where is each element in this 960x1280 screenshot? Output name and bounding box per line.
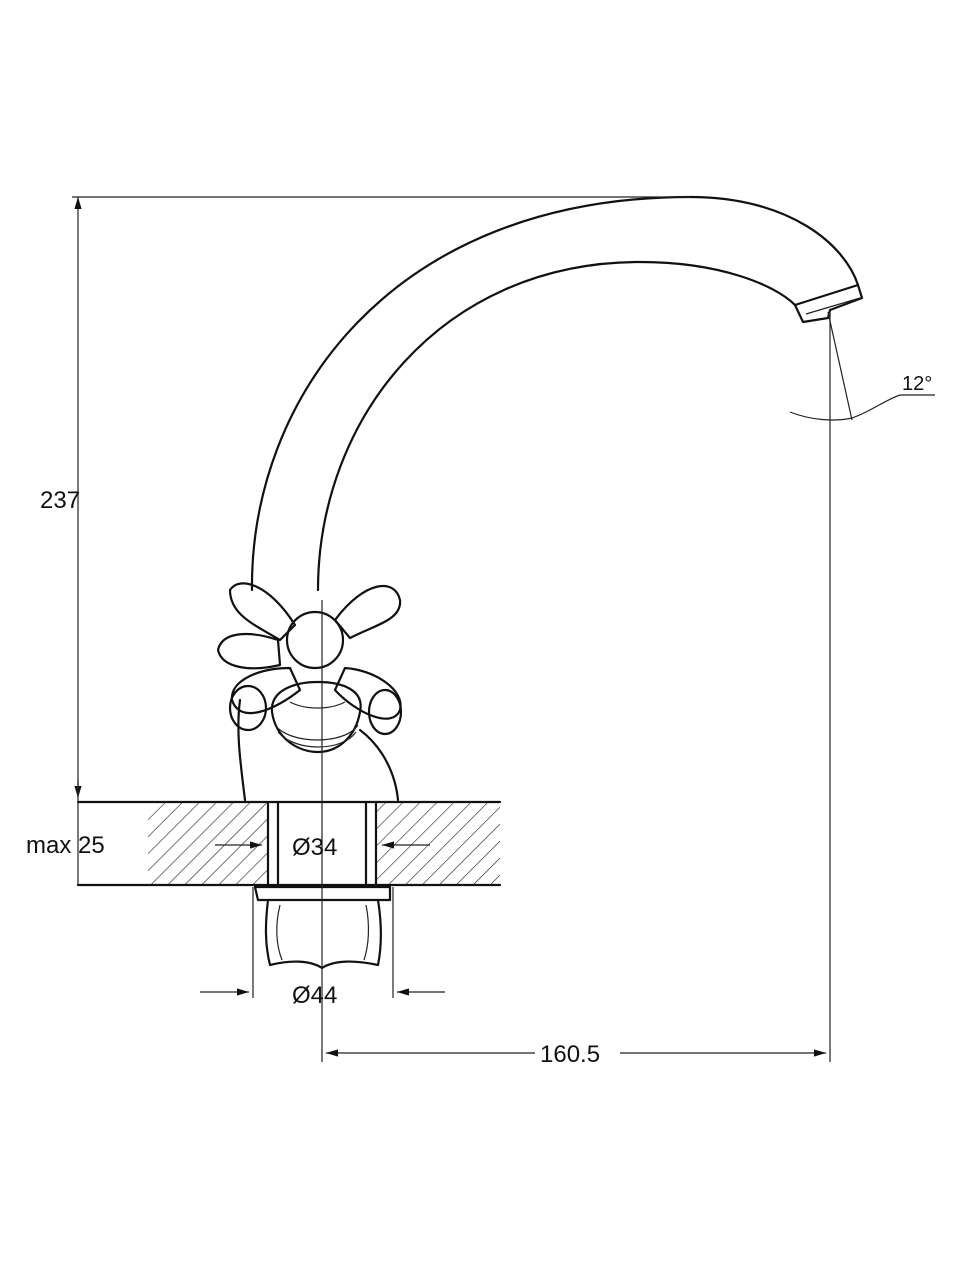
nut-diameter-label: Ø44 <box>292 982 337 1009</box>
countertop-thickness-label: max 25 <box>26 832 105 859</box>
spout-reach-label: 160.5 <box>540 1041 600 1068</box>
hole-diameter-label: Ø34 <box>292 834 337 861</box>
spout <box>250 195 864 592</box>
countertop-section <box>76 800 502 887</box>
spout-angle-label: 12° <box>902 373 932 395</box>
dimension-lines <box>72 196 935 1062</box>
cross-handle <box>216 582 403 802</box>
height-dimension-label: 237 <box>40 487 80 514</box>
